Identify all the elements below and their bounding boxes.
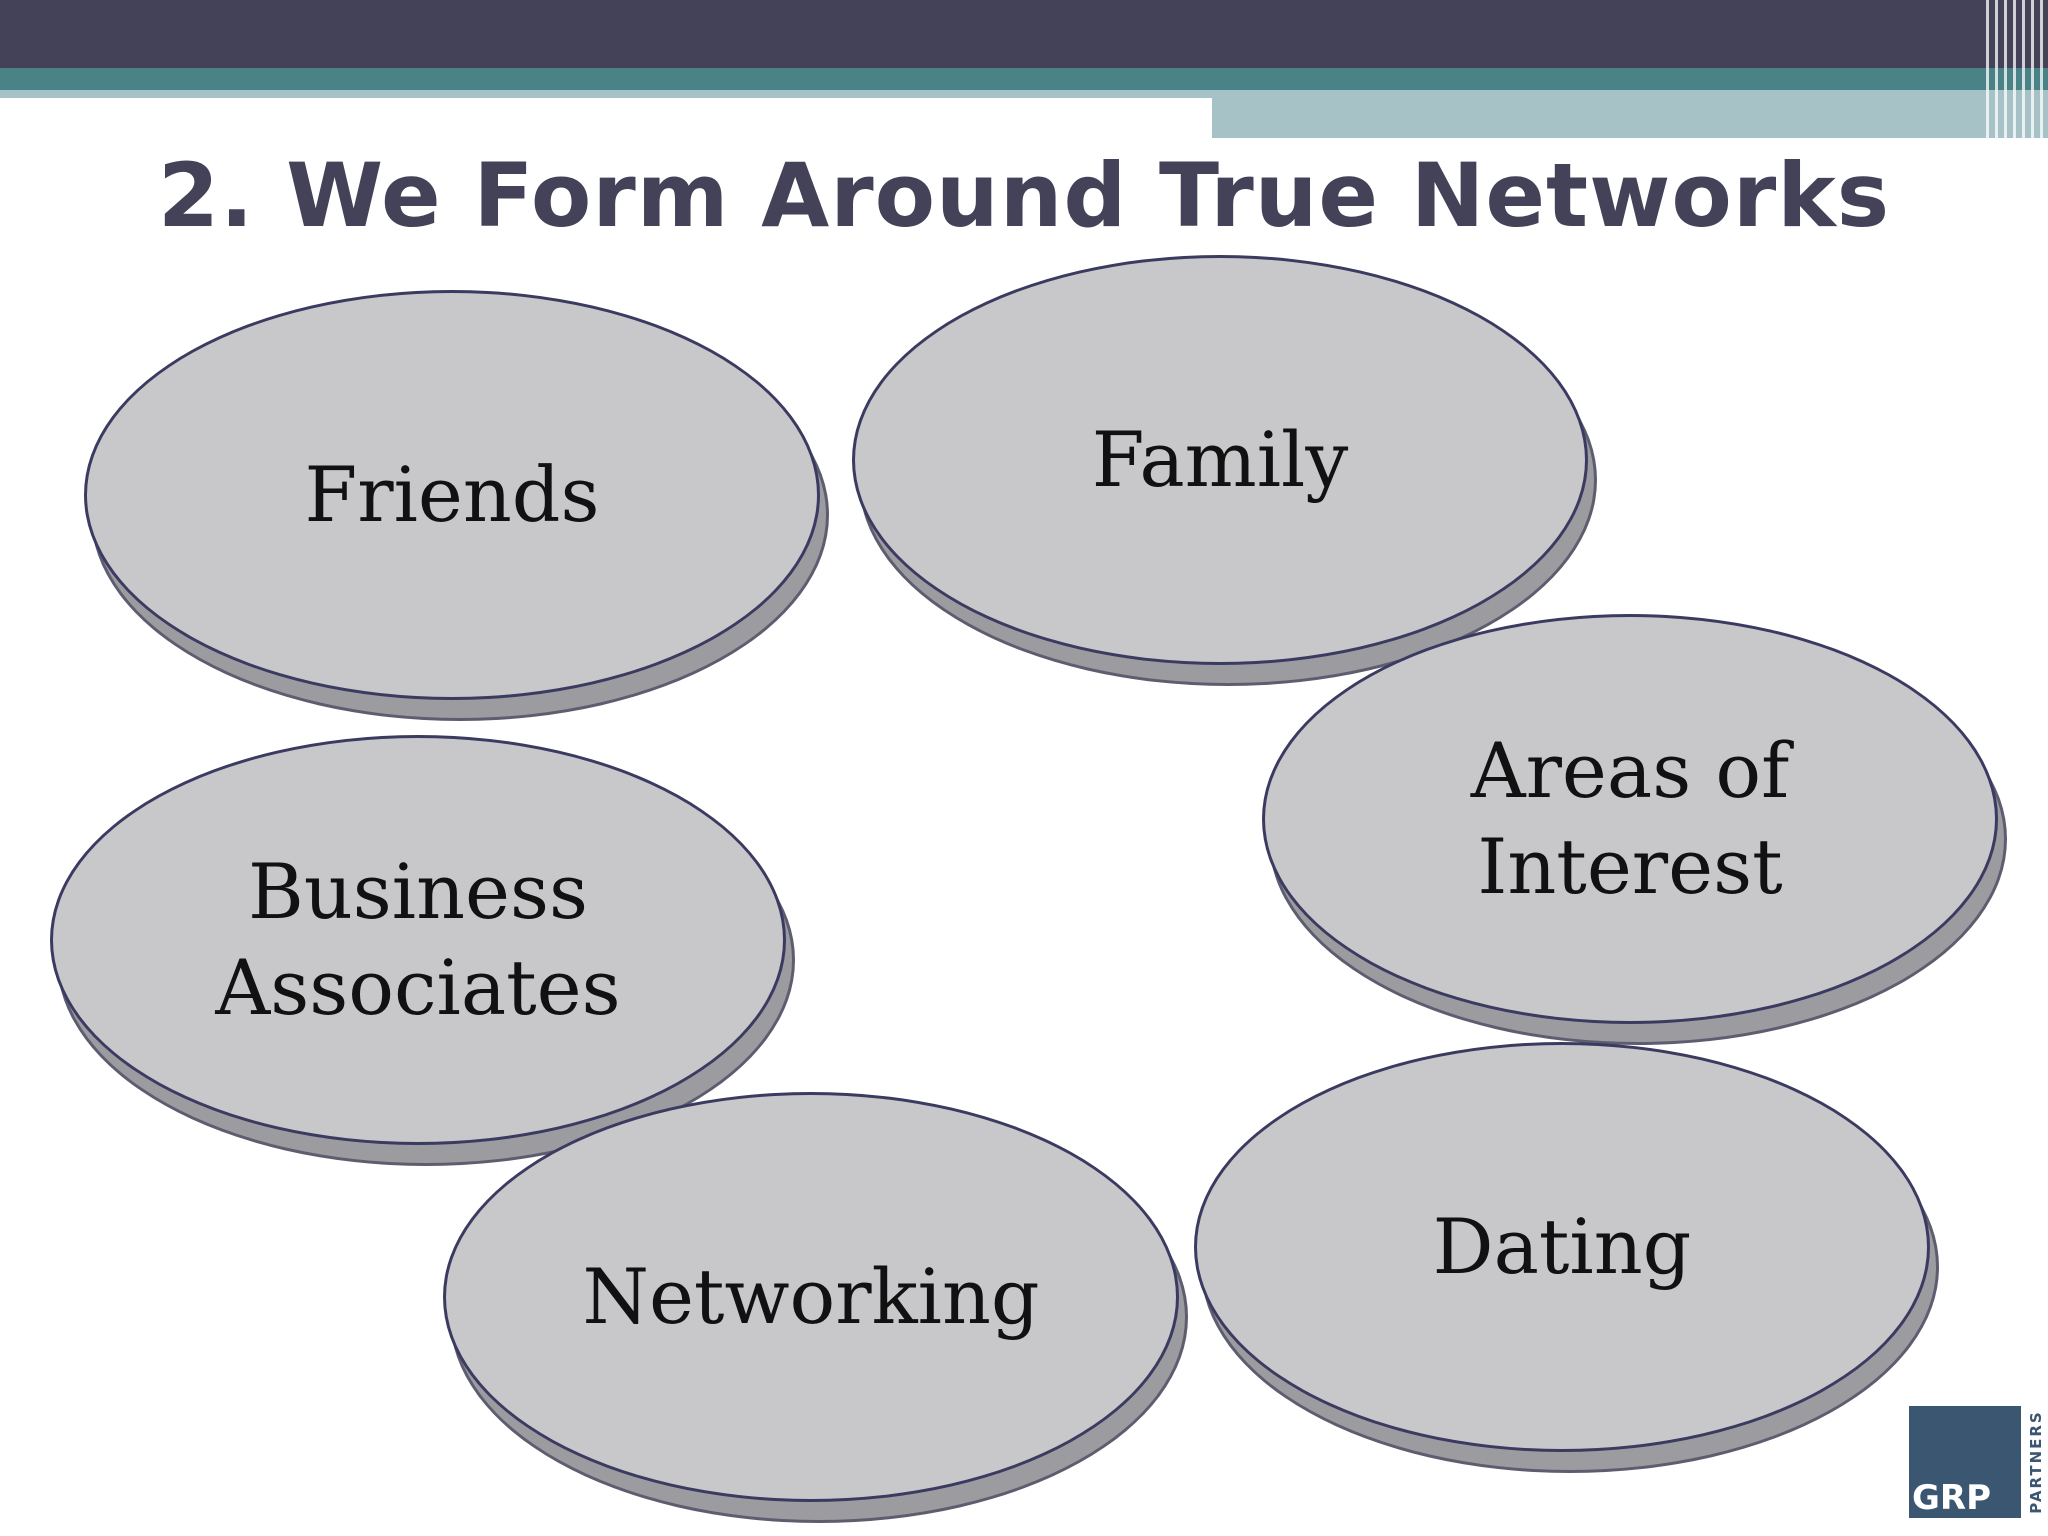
bubble-areas-of-interest-label: Areas of Interest [1470, 726, 1790, 911]
bubble-family-label: Family [1091, 415, 1349, 504]
bubble-friends: Friends [84, 290, 820, 700]
bubble-areas-of-interest: Areas of Interest [1262, 614, 1998, 1024]
bubble-business-associates-label: Business Associates [215, 847, 621, 1032]
grp-logo-partners-text: PARTNERS [2027, 1410, 2045, 1514]
header-light-stripe-left [0, 90, 1212, 98]
grp-logo [1909, 1406, 2021, 1518]
bubble-friends-label: Friends [304, 450, 600, 539]
header-bar [0, 0, 2048, 68]
header-light-stripe-right [1212, 90, 2048, 138]
bubble-dating: Dating [1194, 1042, 1930, 1452]
header-teal-stripe [0, 68, 2048, 90]
grp-logo-side: PARTNERS [2024, 1406, 2048, 1518]
bubble-business-associates: Business Associates [50, 735, 786, 1145]
bubble-networking: Networking [443, 1092, 1179, 1502]
header-decorative-lines [1986, 0, 2048, 138]
bubble-networking-label: Networking [582, 1252, 1040, 1341]
bubble-dating-label: Dating [1432, 1202, 1692, 1291]
slide-title: 2. We Form Around True Networks [157, 144, 1891, 247]
bubble-family: Family [852, 255, 1588, 665]
grp-logo-text: GRP [1912, 1478, 1992, 1518]
